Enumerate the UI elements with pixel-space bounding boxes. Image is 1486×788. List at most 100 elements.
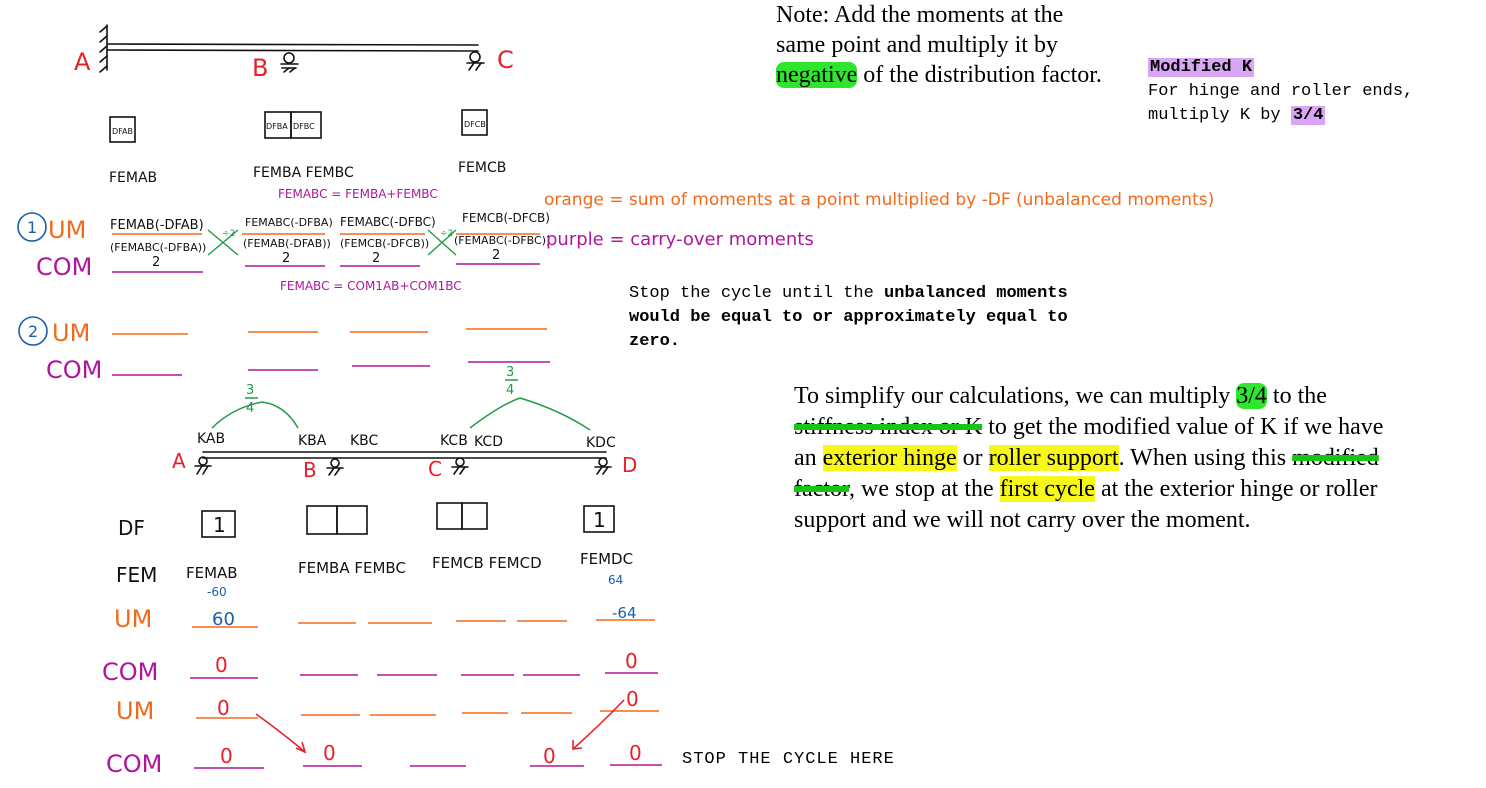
denom-3: 2 [372,251,380,266]
fem2-ba-bc: FEMBA FEMBC [298,559,406,577]
row-2-number: 2 [28,322,38,341]
df-box-bc [290,111,322,139]
beam-1 [99,24,479,73]
um-underlines [112,233,659,719]
row-number-circles [17,212,48,346]
um-cell-1: FEMAB(-DFAB) [110,218,204,233]
simplify-paragraph: To simplify our calculations, we can mul… [794,381,1384,536]
df2-box-bc [336,505,368,535]
com2-cd-zero: 0 [543,744,556,768]
df-ba: DFBA [266,122,288,131]
df-bc: DFBC [293,122,315,131]
com-cell-3: (FEMCB(-DFCB)) [340,237,429,250]
simplify-p5: . When using this [1118,445,1293,471]
modified-k-title: Modified K [1148,58,1255,77]
note-after: of the distribution factor. [857,62,1102,88]
frac-num-2: 3 [506,365,514,380]
simplify-p7: at the exterior hinge or roller support … [794,476,1378,533]
com2-label-1: COM [102,658,158,686]
um2-label-2: UM [116,697,154,725]
beam-2 [202,451,607,459]
note-text: Note: Add the moments at the same point … [776,0,1106,90]
hinge-support-c [466,51,485,71]
com2-dc-zero: 0 [629,741,642,765]
fem-ab: FEMAB [109,170,157,186]
df2-one-dc: 1 [593,508,606,532]
half-2: ÷2 [440,229,453,239]
simplify-p3: to get the modified value of K if we hav… [794,414,1384,471]
um2-dc-zero: 0 [626,687,639,711]
modified-k-factor: 3/4 [1290,106,1326,125]
label2-d: D [622,453,637,477]
com-label-1: COM [36,253,92,281]
note-highlight: negative [776,62,858,88]
row-1-number: 1 [27,218,37,237]
k-cd: KCD [474,434,503,450]
purple-note: purple = carry-over moments [546,229,814,250]
modified-k-line2: multiply K by [1148,106,1291,125]
roller-support-b2 [326,458,344,476]
simplify-stiffness-index: stiffness index or K [794,414,983,440]
um1-dc-value: -64 [612,604,637,622]
com2-ba-zero: 0 [323,741,336,765]
denom-1: 2 [152,255,160,270]
um-label-1: UM [48,216,86,244]
com1-ab-zero: 0 [215,653,228,677]
com-label-2: COM [46,356,102,384]
fem2-ab: FEMAB [186,564,238,582]
com-sum: FEMABC = COM1AB+COM1BC [280,279,462,293]
roller-support-b [280,52,299,73]
simplify-p2: to the [1266,383,1327,409]
com-cell-4: (FEMABC(-DFBC)) [454,234,550,247]
simplify-roller-support: roller support [988,445,1119,471]
df2-box-ab [201,510,236,538]
com-cell-2: (FEMAB(-DFAB)) [243,237,331,250]
df-box-cb [461,109,488,136]
orange-note: orange = sum of moments at a point multi… [544,190,1214,210]
simplify-exterior-hinge: exterior hinge [822,445,957,471]
simplify-first-cycle: first cycle [999,476,1095,502]
um1-ab-value: 60 [212,609,235,630]
label2-c: C [428,457,442,481]
df2-box-dc [583,505,615,533]
modified-k-note: Modified K For hinge and roller ends, mu… [1148,56,1413,128]
carry-over-crosses [207,229,457,256]
frac-den-2: 4 [506,383,514,398]
label-b: B [252,54,268,82]
um2-label-1: UM [114,605,152,633]
roller-support-c2 [451,457,469,475]
roller-support-d2 [594,457,612,475]
um-label-2: UM [52,319,90,347]
df2-box-cd [461,502,488,530]
um2-ab-zero: 0 [217,696,230,720]
label-c: C [497,46,514,74]
df-cb: DFCB [464,120,486,129]
fem2-dc: FEMDC [580,550,633,568]
label2-b: B [303,458,317,482]
k-ba: KBA [298,433,327,449]
fem-sum: FEMABC = FEMBA+FEMBC [278,187,438,201]
hinge-support-a2 [194,456,212,475]
fem2-cb-cd: FEMCB FEMCD [432,554,542,572]
com2-ab-zero: 0 [220,744,233,768]
simplify-p6: , we stop at the [849,476,1000,502]
fem-row-label: FEM [116,563,157,587]
denom-2: 2 [282,251,290,266]
simplify-modified-factor: modified factor [794,445,1379,502]
fem2-dc-value: 64 [608,573,623,587]
df2-box-cb [436,502,463,530]
simplify-p1: To simplify our calculations, we can mul… [794,383,1237,409]
simplify-three-quarters: 3/4 [1236,383,1267,409]
fem-cb: FEMCB [458,160,506,176]
com-cell-1: (FEMABC(-DFBA)) [110,241,206,254]
um-cell-4: FEMCB(-DFCB) [462,211,550,225]
carry-arrows [255,699,625,754]
com-underlines [112,263,662,769]
modified-k-line1: For hinge and roller ends, [1148,82,1414,101]
df-ab: DFAB [112,127,133,136]
df-row-label: DF [118,516,145,540]
frac-den-1: 4 [246,401,254,416]
note-before: Note: Add the moments at the same point … [776,2,1064,58]
um-cell-3: FEMABC(-DFBC) [340,215,436,229]
